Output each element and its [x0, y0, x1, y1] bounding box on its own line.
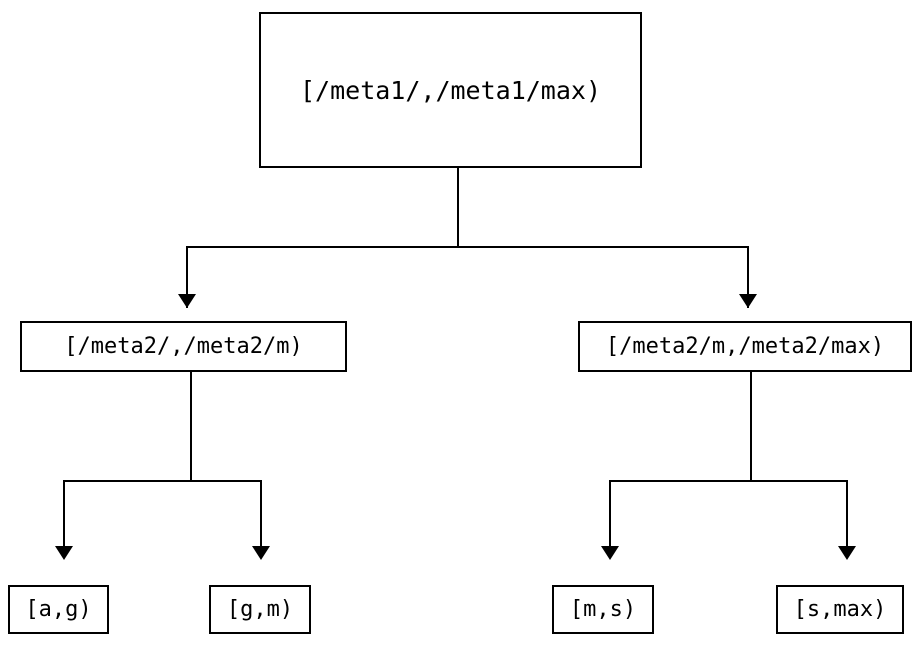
- node-mid-left[interactable]: [/meta2/,/meta2/m): [20, 321, 347, 372]
- arrowhead-mid-left-icon: [178, 294, 196, 308]
- node-leaf-4[interactable]: [s,max): [776, 585, 904, 634]
- edge-mid-left-stem: [190, 372, 192, 481]
- arrowhead-leaf-4-icon: [838, 546, 856, 560]
- edge-mid-left-to-leaf-2: [260, 480, 262, 552]
- arrowhead-leaf-3-icon: [601, 546, 619, 560]
- arrowhead-mid-right-icon: [739, 294, 757, 308]
- edge-root-to-mid-left: [186, 246, 188, 308]
- node-leaf-2[interactable]: [g,m): [209, 585, 311, 634]
- edge-level1-bus: [186, 246, 749, 248]
- edge-mid-left-to-leaf-1: [63, 480, 65, 552]
- edge-mid-right-to-leaf-4: [846, 480, 848, 552]
- edge-right-leaves-bus: [609, 480, 848, 482]
- edge-mid-right-to-leaf-3: [609, 480, 611, 552]
- edge-root-to-mid-right: [747, 246, 749, 308]
- node-mid-right[interactable]: [/meta2/m,/meta2/max): [578, 321, 912, 372]
- node-leaf-3[interactable]: [m,s): [552, 585, 654, 634]
- edge-left-leaves-bus: [63, 480, 262, 482]
- arrowhead-leaf-2-icon: [252, 546, 270, 560]
- edge-mid-right-stem: [750, 372, 752, 481]
- arrowhead-leaf-1-icon: [55, 546, 73, 560]
- edge-root-stem: [457, 168, 459, 247]
- node-leaf-1[interactable]: [a,g): [8, 585, 109, 634]
- node-root[interactable]: [/meta1/,/meta1/max): [259, 12, 642, 168]
